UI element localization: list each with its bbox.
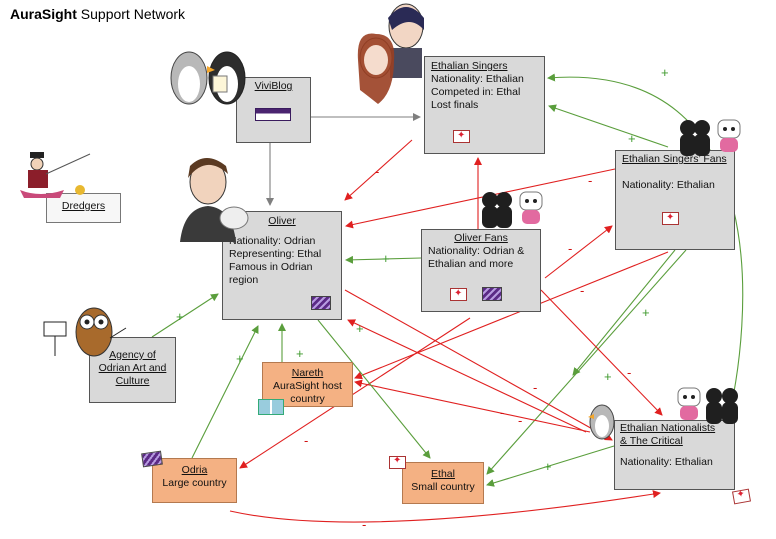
viviblog-box: ViviBlog xyxy=(236,77,311,143)
purple-badge-icon xyxy=(311,296,331,310)
relation-sign-agency-to-oliver: + xyxy=(176,309,184,324)
nationalists-name-1: Ethalian Nationalists xyxy=(620,422,716,434)
agency-line-2: Odrian Art and xyxy=(98,362,167,374)
nationalists-name-2: & The Critical xyxy=(620,435,683,447)
oliver-fans-line-2: Ethalian and more xyxy=(428,258,514,270)
relation-sign-nationalists-to-singers: + xyxy=(661,65,669,80)
relation-arrow-oliverfans-to-oliver xyxy=(345,255,422,264)
ethal-box: Ethal Small country xyxy=(402,462,484,504)
oliver-line-1: Nationality: Odrian xyxy=(229,235,316,247)
purple-badge-icon xyxy=(141,450,163,468)
penguin-icon xyxy=(588,404,615,440)
ethalian-singers-line-1: Nationality: Ethalian xyxy=(431,73,524,85)
relation-arrow-oliver-to-nationalists xyxy=(344,289,613,441)
relation-arrow-singersfans-to-nationalists xyxy=(572,249,676,376)
relation-sign-nationalists-to-oliver: - xyxy=(500,405,505,420)
nareth-line-2: country xyxy=(290,393,325,405)
ethalian-singers-line-2: Competed in: Ethal xyxy=(431,86,521,98)
singers-fans-box: Ethalian Singers’ Fans Nationality: Etha… xyxy=(615,150,735,250)
relation-arrow-oliverfans-singersfans xyxy=(544,225,613,279)
purple-badge-icon xyxy=(482,287,502,301)
aurasight-card-icon xyxy=(662,211,679,225)
relation-sign-singersfans-to-ethal: + xyxy=(604,369,612,384)
diagram-title: AuraSight Support Network xyxy=(10,6,185,22)
relation-sign-oliver-to-ethal: + xyxy=(356,321,364,336)
relation-arrow-singersfans-to-ethal xyxy=(486,249,687,475)
oliver-line-4: region xyxy=(229,274,259,286)
relation-sign-singersfans-to-singers: + xyxy=(628,131,636,146)
relation-sign-singersfans-to-oliver: - xyxy=(588,173,593,188)
relation-arrow-oliver-to-ethal xyxy=(317,319,431,459)
owl-illustration xyxy=(43,307,127,357)
teal-badge-icon xyxy=(258,399,284,415)
oliver-fans-line-1: Nationality: Odrian & xyxy=(428,245,525,257)
relation-arrow-odria-to-oliver xyxy=(191,325,259,459)
oliver-line-2: Representing: Ethal xyxy=(229,248,322,260)
relation-sign-odria-to-oliver: + xyxy=(236,351,244,366)
relation-arrow-oliverfans-nationalists xyxy=(540,289,663,416)
ethalian-singers-box: Ethalian Singers Nationality: Ethalian C… xyxy=(424,56,545,154)
relation-sign-oliverfans-singersfans: - xyxy=(568,241,573,256)
relation-arrow-singersfans-to-singers xyxy=(548,104,669,148)
oliver-box: Oliver Nationality: Odrian Representing:… xyxy=(222,211,342,320)
relation-sign-singersfans-to-nareth: - xyxy=(580,283,585,298)
agency-line-1: Agency of xyxy=(109,349,156,361)
relation-sign-odria-nationalists-bottom: - xyxy=(362,517,367,532)
aurasight-card-icon xyxy=(453,129,470,143)
oliver-line-3: Famous in Odrian xyxy=(229,261,313,273)
nationalists-line-1: Nationality: Ethalian xyxy=(620,456,713,468)
oliver-fans-box: Oliver Fans Nationality: Odrian & Ethali… xyxy=(421,229,541,312)
ethal-line-1: Small country xyxy=(411,481,475,493)
penguins-illustration xyxy=(170,51,246,105)
singers-fans-line-1: Nationality: Ethalian xyxy=(622,179,715,191)
relation-sign-nationalists-to-odria: - xyxy=(304,433,309,448)
aurasight-card-icon xyxy=(389,455,406,469)
dredgers-name: Dredgers xyxy=(61,200,106,212)
aurasight-card-icon xyxy=(450,287,467,301)
nationalists-icons xyxy=(677,387,738,424)
nationalists-spacer xyxy=(620,448,729,456)
viviblog-name: ViviBlog xyxy=(254,80,293,92)
relation-sign-nationalists-to-ethal: + xyxy=(544,459,552,474)
relation-arrow-nationalists-to-nareth xyxy=(354,379,591,433)
odria-box: Odria Large country xyxy=(152,458,237,503)
ethalian-singers-line-3: Lost finals xyxy=(431,99,479,111)
nareth-line-1: AuraSight host xyxy=(273,380,342,392)
relation-arrow-nationalists-to-oliver xyxy=(347,319,587,433)
relation-sign-oliverfans-nationalists: - xyxy=(627,365,632,380)
fisher-illustration xyxy=(20,152,91,198)
oliver-name: Oliver xyxy=(268,215,296,227)
relation-arrow-odria-nationalists-bottom xyxy=(229,490,661,523)
relation-sign-nareth-to-oliver: + xyxy=(296,346,304,361)
singers-fans-spacer xyxy=(622,166,728,179)
odria-line-1: Large country xyxy=(162,477,227,489)
ethal-name: Ethal xyxy=(431,468,455,480)
blog-badge-icon xyxy=(255,108,291,121)
relation-arrow-nationalists-to-odria xyxy=(239,317,471,469)
relation-sign-singersfans-to-nationalists: + xyxy=(642,305,650,320)
relation-sign-oliverfans-to-oliver: + xyxy=(382,251,390,266)
title-brand: AuraSight xyxy=(10,6,77,22)
oliver-fans-icons xyxy=(482,191,543,228)
odria-name: Odria xyxy=(181,464,208,476)
singers-illustration xyxy=(357,3,424,104)
nationalists-box: Ethalian Nationalists & The Critical Nat… xyxy=(614,420,735,490)
relation-arrow-singersfans-to-nareth xyxy=(354,251,669,380)
relation-arrow-singersfans-to-oliver xyxy=(345,168,616,229)
relation-arrow-nationalists-to-ethal xyxy=(486,445,615,487)
relation-sign-singers-to-oliver: - xyxy=(375,164,380,179)
relation-sign-oliver-to-nationalists: - xyxy=(533,380,538,395)
title-rest: Support Network xyxy=(76,6,186,22)
ethalian-singers-name: Ethalian Singers xyxy=(431,60,508,72)
nareth-name: Nareth xyxy=(291,367,324,379)
relation-sign-nationalists-to-nareth: - xyxy=(518,413,523,428)
relation-arrow-agency-to-oliver xyxy=(151,293,219,338)
singers-fans-icons xyxy=(680,119,741,156)
agency-line-3: Culture xyxy=(115,375,150,387)
relation-arrow-singers-to-oliver xyxy=(344,139,413,201)
oliver-fans-name: Oliver Fans xyxy=(454,232,508,244)
oliver-illustration xyxy=(180,158,249,242)
